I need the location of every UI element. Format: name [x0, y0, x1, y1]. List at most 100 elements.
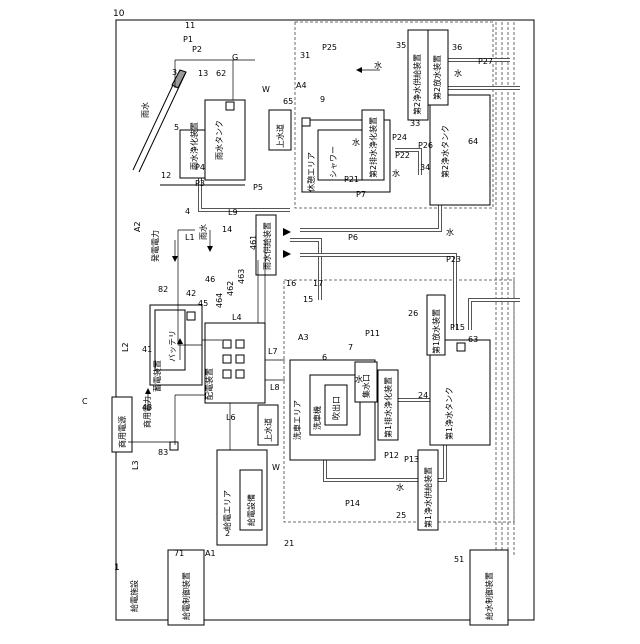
power-controller-label: 給電制御装置: [181, 572, 191, 620]
ref-p22: P22: [395, 151, 410, 160]
ref-12: 12: [161, 171, 171, 180]
distribution-label: 配電装置: [204, 368, 214, 400]
rain-tank-label: 雨水タンク: [214, 120, 224, 160]
ref-1: 1: [114, 563, 120, 573]
ref-w-top: W: [262, 85, 270, 94]
battery-sensor: [187, 312, 195, 320]
ref-25: 25: [396, 511, 406, 520]
water-mid-label: 水: [392, 168, 400, 178]
ref-11: 11: [185, 21, 195, 30]
rest-sensor: [302, 118, 310, 126]
ref-p1: P1: [183, 35, 193, 44]
ref-4: 4: [185, 207, 190, 216]
ref-17: 17: [313, 279, 323, 288]
ref-p2: P2: [192, 45, 202, 54]
tap-water-mid-label: 上水道: [263, 418, 273, 442]
power-gen-label: 発電電力: [150, 230, 160, 262]
ref-62: 62: [216, 69, 226, 78]
distribution-box: [205, 323, 265, 403]
ref-64: 64: [468, 137, 478, 146]
ref-31: 31: [300, 51, 310, 60]
second-discharge-label: 第2放水装置: [432, 55, 442, 100]
power-area-label: 給電エリア: [222, 490, 232, 530]
rain-tank-box: [205, 100, 245, 180]
water-top-1: 水: [374, 60, 382, 70]
ref-p15: P15: [450, 323, 465, 332]
ref-p5: P5: [253, 183, 263, 192]
ref-l1: L1: [185, 233, 195, 242]
ref-13: 13: [198, 69, 208, 78]
ref-42: 42: [186, 289, 196, 298]
ref-p24: P24: [392, 133, 407, 142]
ref-l3: L3: [131, 460, 140, 470]
ref-14: 14: [222, 225, 232, 234]
ref-46: 46: [205, 275, 215, 284]
ref-462: 462: [226, 281, 235, 296]
ref-p11: P11: [365, 329, 380, 338]
ref-p7: P7: [356, 190, 366, 199]
ref-461: 461: [249, 235, 258, 250]
water-top-2: 水: [454, 68, 462, 78]
first-tank-sensor: [457, 343, 465, 351]
shower-label: シャワー: [329, 146, 338, 178]
first-tank-box: [430, 340, 490, 445]
outlet-label: 吹出口: [331, 396, 341, 420]
power-sensor: [170, 442, 178, 450]
commercial-source-label: 商用電源: [117, 416, 127, 448]
ref-41: 41: [142, 345, 152, 354]
power-equipment-label: 給電設備: [246, 494, 256, 526]
ref-43: 43: [142, 403, 152, 412]
ref-p23: P23: [446, 255, 461, 264]
ref-l8: L8: [270, 383, 280, 392]
second-purifier-label: 第2排水浄化装置: [368, 117, 378, 178]
ref-2: 2: [225, 529, 230, 538]
battery-label: バッテリ: [168, 330, 177, 362]
ref-16: 16: [286, 279, 296, 288]
ref-36: 36: [452, 43, 462, 52]
rain-supply-label: 雨水供給装置: [262, 222, 272, 270]
ref-c: C: [82, 397, 88, 406]
ref-71: 71: [174, 549, 184, 558]
first-tank-label: 第1浄水タンク: [444, 387, 454, 440]
ref-a2: A2: [133, 221, 142, 232]
rainwater-top: 雨水: [140, 102, 150, 118]
second-tank-box: [430, 95, 490, 205]
ref-p27: P27: [478, 57, 493, 66]
ref-l6: L6: [226, 413, 236, 422]
ref-p13: P13: [404, 455, 419, 464]
ref-p3: P3: [195, 179, 205, 188]
ref-45: 45: [198, 299, 208, 308]
ref-83: 83: [158, 448, 168, 457]
ref-p21: P21: [344, 175, 359, 184]
ref-p6: P6: [348, 233, 358, 242]
ref-g: G: [232, 53, 238, 62]
rain-mid-label: 雨水: [198, 224, 208, 240]
ref-21: 21: [284, 539, 294, 548]
water-right-label: 水: [446, 227, 454, 237]
power-storage-label: 蓄電装置: [152, 360, 162, 392]
ref-24: 24: [418, 391, 428, 400]
rain-tank-sensor: [226, 102, 234, 110]
tap-water-top-label: 上水道: [275, 124, 285, 148]
first-discharge-label: 第1放水装置: [431, 309, 441, 354]
ref-82: 82: [158, 285, 168, 294]
water-bottom-label: 水: [396, 482, 404, 492]
first-supply-label: 第1浄水供給装置: [423, 467, 433, 528]
ref-p26: P26: [418, 141, 433, 150]
ref-463: 463: [237, 269, 246, 284]
ref-3: 3: [172, 68, 177, 77]
ref-51: 51: [454, 555, 464, 564]
ref-464: 464: [215, 293, 224, 308]
ref-33: 33: [410, 119, 420, 128]
ref-w-mid: W: [272, 463, 280, 472]
shower-water-label: 水: [352, 137, 360, 147]
ref-p4: P4: [195, 163, 205, 172]
ref-l7: L7: [268, 347, 278, 356]
first-purifier-label: 第1排水浄化装置: [383, 377, 393, 438]
washer-label: 洗車機: [312, 406, 322, 430]
ref-p25: P25: [322, 43, 337, 52]
ref-9: 9: [320, 95, 325, 104]
ref-15: 15: [303, 295, 313, 304]
